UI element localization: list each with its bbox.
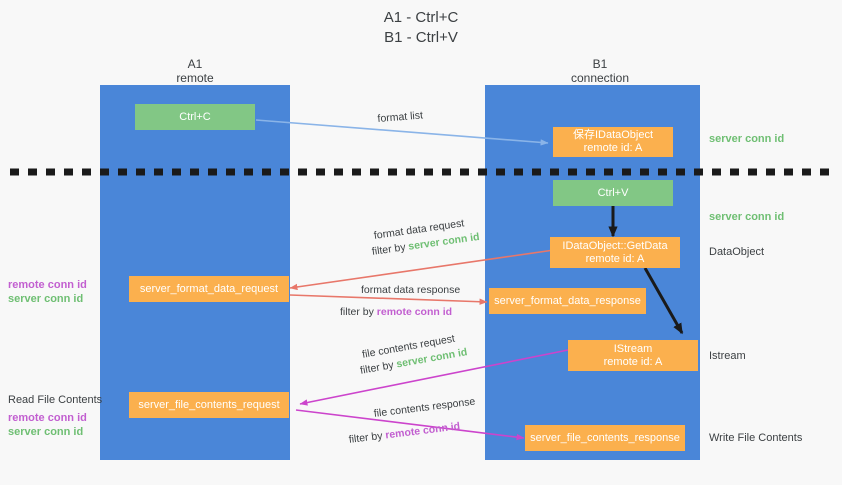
filter-prefix-2: filter by bbox=[340, 306, 377, 318]
node-server-format-data-response[interactable]: server_format_data_response bbox=[489, 288, 646, 314]
edge-label-format-data-response: format data response bbox=[361, 284, 461, 296]
column-a1-role: remote bbox=[176, 71, 214, 85]
node-istream-line2: remote id: A bbox=[603, 355, 663, 368]
column-a1-name: A1 bbox=[187, 57, 203, 71]
node-ctrl-v[interactable]: Ctrl+V bbox=[553, 180, 673, 206]
node-idataobject-getdata[interactable]: IDataObject::GetData remote id: A bbox=[550, 237, 680, 268]
side-label-right-server-mid: server conn id bbox=[709, 211, 785, 223]
side-label-write-file-contents: Write File Contents bbox=[709, 432, 803, 444]
side-label-left-mid: remote conn id server conn id bbox=[8, 278, 87, 306]
node-idataobject-getdata-line1: IDataObject::GetData bbox=[562, 239, 668, 252]
diagram-title: A1 - Ctrl+C B1 - Ctrl+V bbox=[0, 8, 842, 48]
column-header-b1: B1 connection bbox=[505, 57, 695, 85]
column-header-a1: A1 remote bbox=[100, 57, 290, 85]
edge-label-file-contents-response-filter: filter by remote conn id bbox=[348, 419, 461, 447]
node-save-idataobject-line1: 保存IDataObject bbox=[572, 129, 654, 141]
edge-label-file-contents-response: file contents response bbox=[373, 395, 476, 420]
title-line-1: A1 - Ctrl+C bbox=[383, 9, 459, 26]
node-ctrl-c-label: Ctrl+C bbox=[179, 110, 211, 123]
node-save-idataobject-text: 保存IDataObject remote id: A bbox=[557, 129, 669, 155]
side-label-left-low: remote conn id server conn id bbox=[8, 411, 87, 439]
column-b1-name: B1 bbox=[592, 57, 608, 71]
side-label-left-mid-server: server conn id bbox=[8, 293, 84, 305]
filter-prefix-4: filter by bbox=[348, 429, 387, 446]
node-istream-text: IStream remote id: A bbox=[572, 343, 694, 369]
edge-label-format-list: format list bbox=[377, 109, 424, 125]
node-idataobject-getdata-line2: remote id: A bbox=[585, 252, 645, 265]
side-label-read-file-contents: Read File Contents bbox=[8, 394, 103, 406]
node-server-format-data-request-label: server_format_data_request bbox=[139, 282, 279, 295]
filter-key-remote-conn-id-2: remote conn id bbox=[384, 420, 461, 442]
side-label-right-server-top: server conn id bbox=[709, 133, 785, 145]
side-label-left-mid-remote: remote conn id bbox=[8, 279, 87, 291]
node-ctrl-c[interactable]: Ctrl+C bbox=[135, 104, 255, 130]
side-label-dataobject: DataObject bbox=[709, 246, 765, 258]
filter-prefix-1: filter by bbox=[371, 240, 410, 258]
node-istream-line1: IStream bbox=[613, 342, 653, 355]
side-label-left-low-server: server conn id bbox=[8, 426, 84, 438]
node-save-idataobject[interactable]: 保存IDataObject remote id: A bbox=[553, 127, 673, 157]
title-line-2: B1 - Ctrl+V bbox=[384, 29, 458, 46]
node-server-format-data-response-label: server_format_data_response bbox=[494, 294, 641, 307]
node-save-idataobject-line2: remote id: A bbox=[583, 142, 643, 154]
column-b1-role: connection bbox=[570, 71, 630, 85]
node-idataobject-getdata-text: IDataObject::GetData remote id: A bbox=[554, 240, 676, 266]
node-server-file-contents-response[interactable]: server_file_contents_response bbox=[525, 425, 685, 451]
node-server-file-contents-request-label: server_file_contents_request bbox=[138, 398, 280, 411]
side-label-istream: Istream bbox=[709, 350, 746, 362]
node-ctrl-v-label: Ctrl+V bbox=[597, 186, 629, 199]
side-label-left-low-remote: remote conn id bbox=[8, 412, 87, 424]
node-server-format-data-request[interactable]: server_format_data_request bbox=[129, 276, 289, 302]
node-server-file-contents-request[interactable]: server_file_contents_request bbox=[129, 392, 289, 418]
edge-label-format-data-response-filter: filter by remote conn id bbox=[340, 305, 452, 319]
node-istream[interactable]: IStream remote id: A bbox=[568, 340, 698, 371]
node-server-file-contents-response-label: server_file_contents_response bbox=[530, 431, 680, 444]
filter-key-remote-conn-id-1: remote conn id bbox=[376, 306, 453, 318]
